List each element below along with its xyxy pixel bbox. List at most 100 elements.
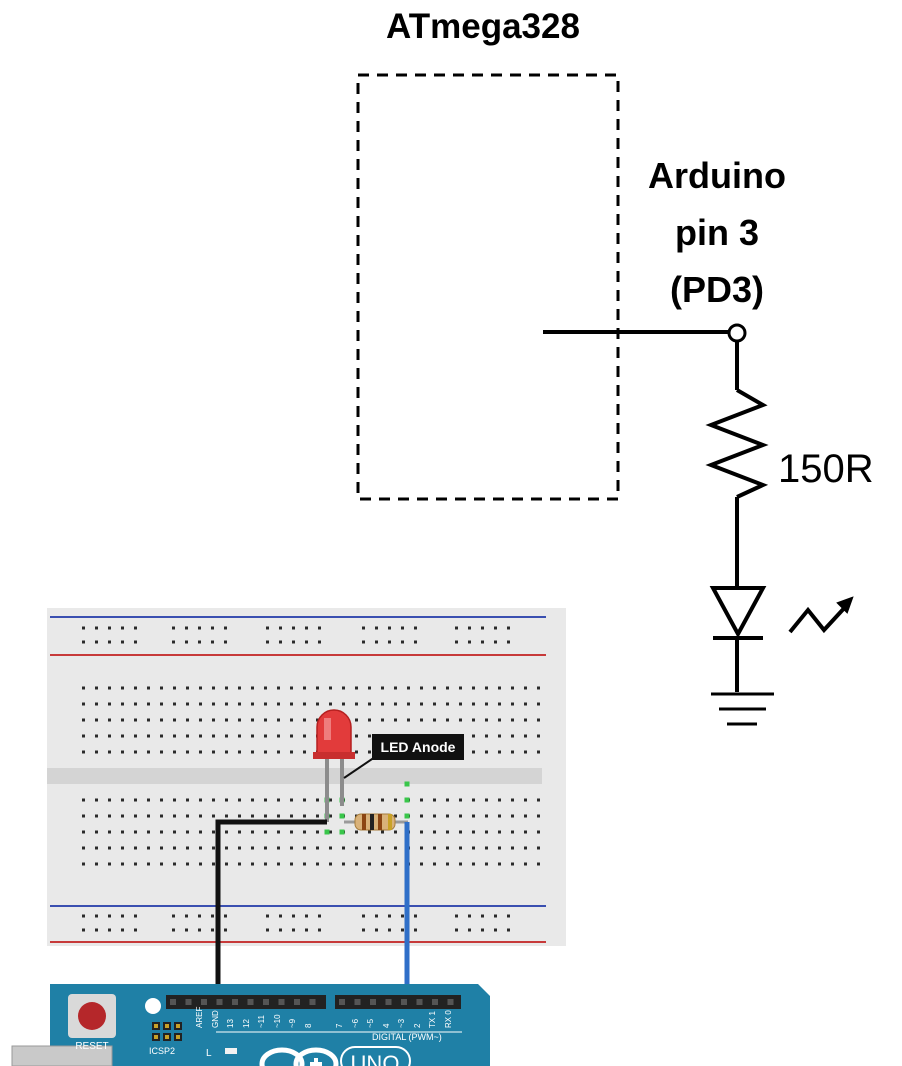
hole	[185, 914, 188, 918]
pin-label-line1: Arduino	[648, 155, 786, 196]
hole	[446, 862, 449, 866]
hole	[279, 928, 282, 932]
icsp-pin-tip	[176, 1024, 180, 1028]
hole	[251, 846, 254, 850]
hole	[199, 734, 202, 738]
hole	[212, 814, 215, 818]
hole	[279, 640, 282, 644]
hole	[511, 702, 514, 706]
hole	[381, 686, 384, 690]
hole	[292, 626, 295, 630]
hole	[186, 798, 189, 802]
hole	[147, 862, 150, 866]
hole	[277, 702, 280, 706]
resistor-symbol	[705, 388, 769, 499]
hole	[305, 928, 308, 932]
hole	[160, 830, 163, 834]
hole	[185, 640, 188, 644]
hole	[433, 846, 436, 850]
hole	[251, 814, 254, 818]
hole	[524, 750, 527, 754]
hole	[468, 914, 471, 918]
hole	[368, 718, 371, 722]
hole	[160, 718, 163, 722]
hole	[485, 702, 488, 706]
hole	[134, 750, 137, 754]
icsp-pin-tip	[154, 1024, 158, 1028]
hole	[407, 718, 410, 722]
hole	[459, 846, 462, 850]
hole	[160, 862, 163, 866]
hole	[498, 862, 501, 866]
hole	[82, 928, 85, 932]
hole	[329, 686, 332, 690]
hole	[290, 686, 293, 690]
hole	[342, 846, 345, 850]
hole	[414, 914, 417, 918]
header-socket	[185, 999, 192, 1005]
hole	[455, 626, 458, 630]
hole	[507, 928, 510, 932]
hole	[481, 626, 484, 630]
hole	[368, 846, 371, 850]
hole	[316, 798, 319, 802]
pin-number-label: ~10	[273, 1014, 282, 1028]
hole	[147, 846, 150, 850]
hole	[82, 750, 85, 754]
hole	[173, 702, 176, 706]
hole	[277, 830, 280, 834]
hole	[264, 718, 267, 722]
reset-button[interactable]	[78, 1002, 106, 1030]
usb-connector	[11, 1045, 113, 1066]
header-socket	[354, 999, 361, 1005]
hole	[160, 686, 163, 690]
hole	[95, 928, 98, 932]
hole	[342, 702, 345, 706]
header-right	[335, 995, 461, 1009]
hole	[173, 686, 176, 690]
header-socket	[385, 999, 392, 1005]
hole	[407, 686, 410, 690]
pin-number-label: RX 0	[444, 1010, 453, 1028]
hole	[82, 718, 85, 722]
hole	[238, 734, 241, 738]
hole	[121, 750, 124, 754]
hole	[481, 928, 484, 932]
hole	[303, 702, 306, 706]
hole	[498, 718, 501, 722]
hole	[108, 914, 111, 918]
hole	[238, 814, 241, 818]
hole	[485, 862, 488, 866]
pin-number-label: GND	[211, 1010, 220, 1028]
pin-label-line3: (PD3)	[670, 269, 764, 310]
hole	[420, 686, 423, 690]
hole	[375, 626, 378, 630]
hole	[414, 640, 417, 644]
hole	[134, 862, 137, 866]
hole	[394, 814, 397, 818]
pin-number-label: 12	[242, 1019, 251, 1028]
hole	[420, 798, 423, 802]
hole	[388, 626, 391, 630]
hole	[134, 718, 137, 722]
hole	[95, 702, 98, 706]
hole	[498, 702, 501, 706]
hole	[459, 702, 462, 706]
hole	[186, 718, 189, 722]
hole	[401, 626, 404, 630]
hole	[225, 798, 228, 802]
hole	[238, 798, 241, 802]
hole	[446, 686, 449, 690]
hole	[251, 862, 254, 866]
hole	[455, 928, 458, 932]
hole	[277, 846, 280, 850]
hole	[108, 686, 111, 690]
hole	[82, 814, 85, 818]
hole	[212, 718, 215, 722]
hole	[468, 928, 471, 932]
hole	[212, 830, 215, 834]
hole	[173, 734, 176, 738]
hole	[266, 928, 269, 932]
uno-label: UNO	[351, 1051, 400, 1066]
